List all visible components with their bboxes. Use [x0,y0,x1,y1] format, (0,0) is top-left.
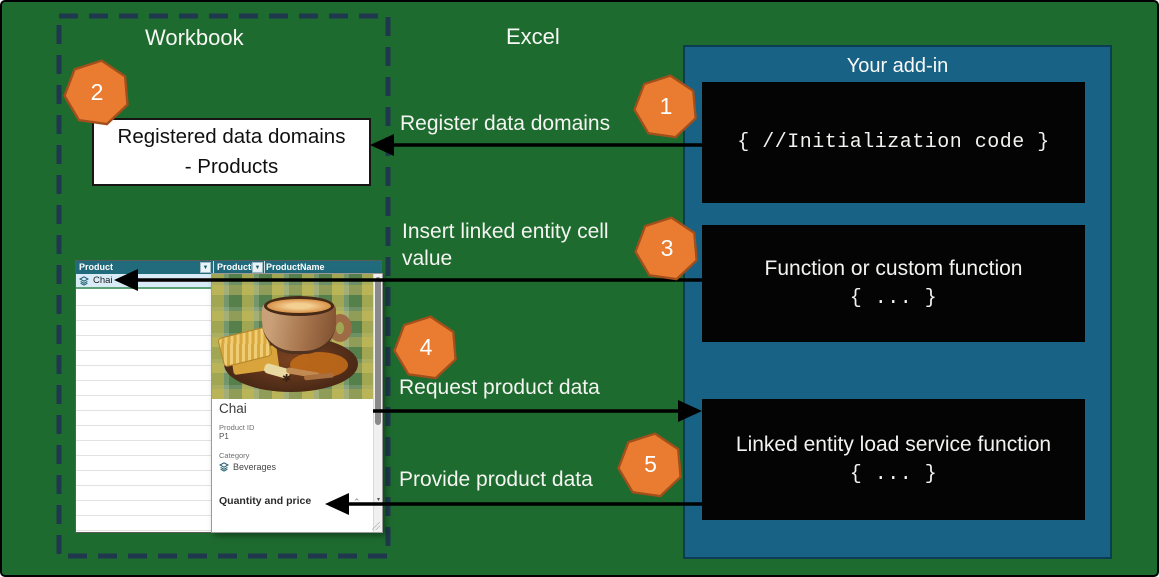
column-header-productid: ProductID [217,262,261,272]
table-header-row: Product ▼ ProductID ▼ ProductName [76,261,381,274]
product-photo: ✱ [212,274,375,399]
column-header-product: Product [79,262,114,272]
step-number: 1 [659,92,673,119]
step-number: 2 [90,78,104,105]
function-box: Function or custom function { ... } [702,225,1085,342]
card-category-row: Beverages [219,462,276,472]
filter-dropdown-icon[interactable]: ▼ [252,262,263,273]
initialization-code-text: { //Initialization code } [737,131,1050,154]
filter-dropdown-icon[interactable]: ▼ [200,262,211,273]
step5-label: Provide product data [399,468,593,491]
card-scrollbar[interactable]: ▾ [373,274,382,532]
workbook-title: Workbook [145,25,244,50]
step4-label: Request product data [399,376,600,399]
initialization-code-box: { //Initialization code } [702,82,1085,203]
step-number: 4 [419,333,433,360]
registered-domains-line2: - Products [184,155,279,178]
card-field-value: Beverages [233,462,277,472]
resize-handle-icon[interactable] [372,522,380,530]
cell-value: Chai [93,275,113,286]
card-section-title: Quantity and price [219,495,312,507]
registered-domains-line1: Registered data domains [117,125,346,149]
chevron-up-icon[interactable]: ⌃ [353,497,361,507]
registered-domains-box: Registered data domains - Products [92,118,371,186]
step1-label: Register data domains [400,112,611,135]
load-service-box-code: { ... } [849,463,938,486]
linked-entity-icon [79,275,89,286]
column-separator [264,261,265,274]
card-title: Chai [219,401,247,416]
step3-label: Insert linked entity cell value [402,220,609,271]
load-service-box: Linked entity load service function { ..… [702,399,1085,520]
addin-title: Your add-in [846,55,949,77]
column-separator [213,261,214,274]
product-card: ✱ Chai Product ID P1 Category Beverages … [211,273,383,533]
scroll-down-icon[interactable]: ▾ [376,497,380,503]
step-badge-5: 5 [617,432,684,499]
card-field-label: Product ID [219,423,255,432]
card-field-value: P1 [219,432,229,441]
linked-entity-icon [219,462,229,472]
step-badge-4: 4 [393,315,459,381]
step-badge-2: 2 [63,59,131,127]
function-box-code: { ... } [849,287,938,310]
scrollbar-thumb[interactable] [375,277,381,425]
card-field-label: Category [219,451,250,460]
photo-star-anise: ✱ [282,373,292,385]
step-number: 5 [644,451,657,477]
step-badge-1: 1 [633,74,699,140]
step-number: 3 [660,234,674,261]
photo-tea-surface [264,296,334,316]
step-badge-3: 3 [634,216,700,282]
excel-title: Excel [506,24,560,49]
function-box-title: Function or custom function [764,257,1023,280]
column-header-productname: ProductName [266,262,325,272]
load-service-box-title: Linked entity load service function [735,433,1052,456]
